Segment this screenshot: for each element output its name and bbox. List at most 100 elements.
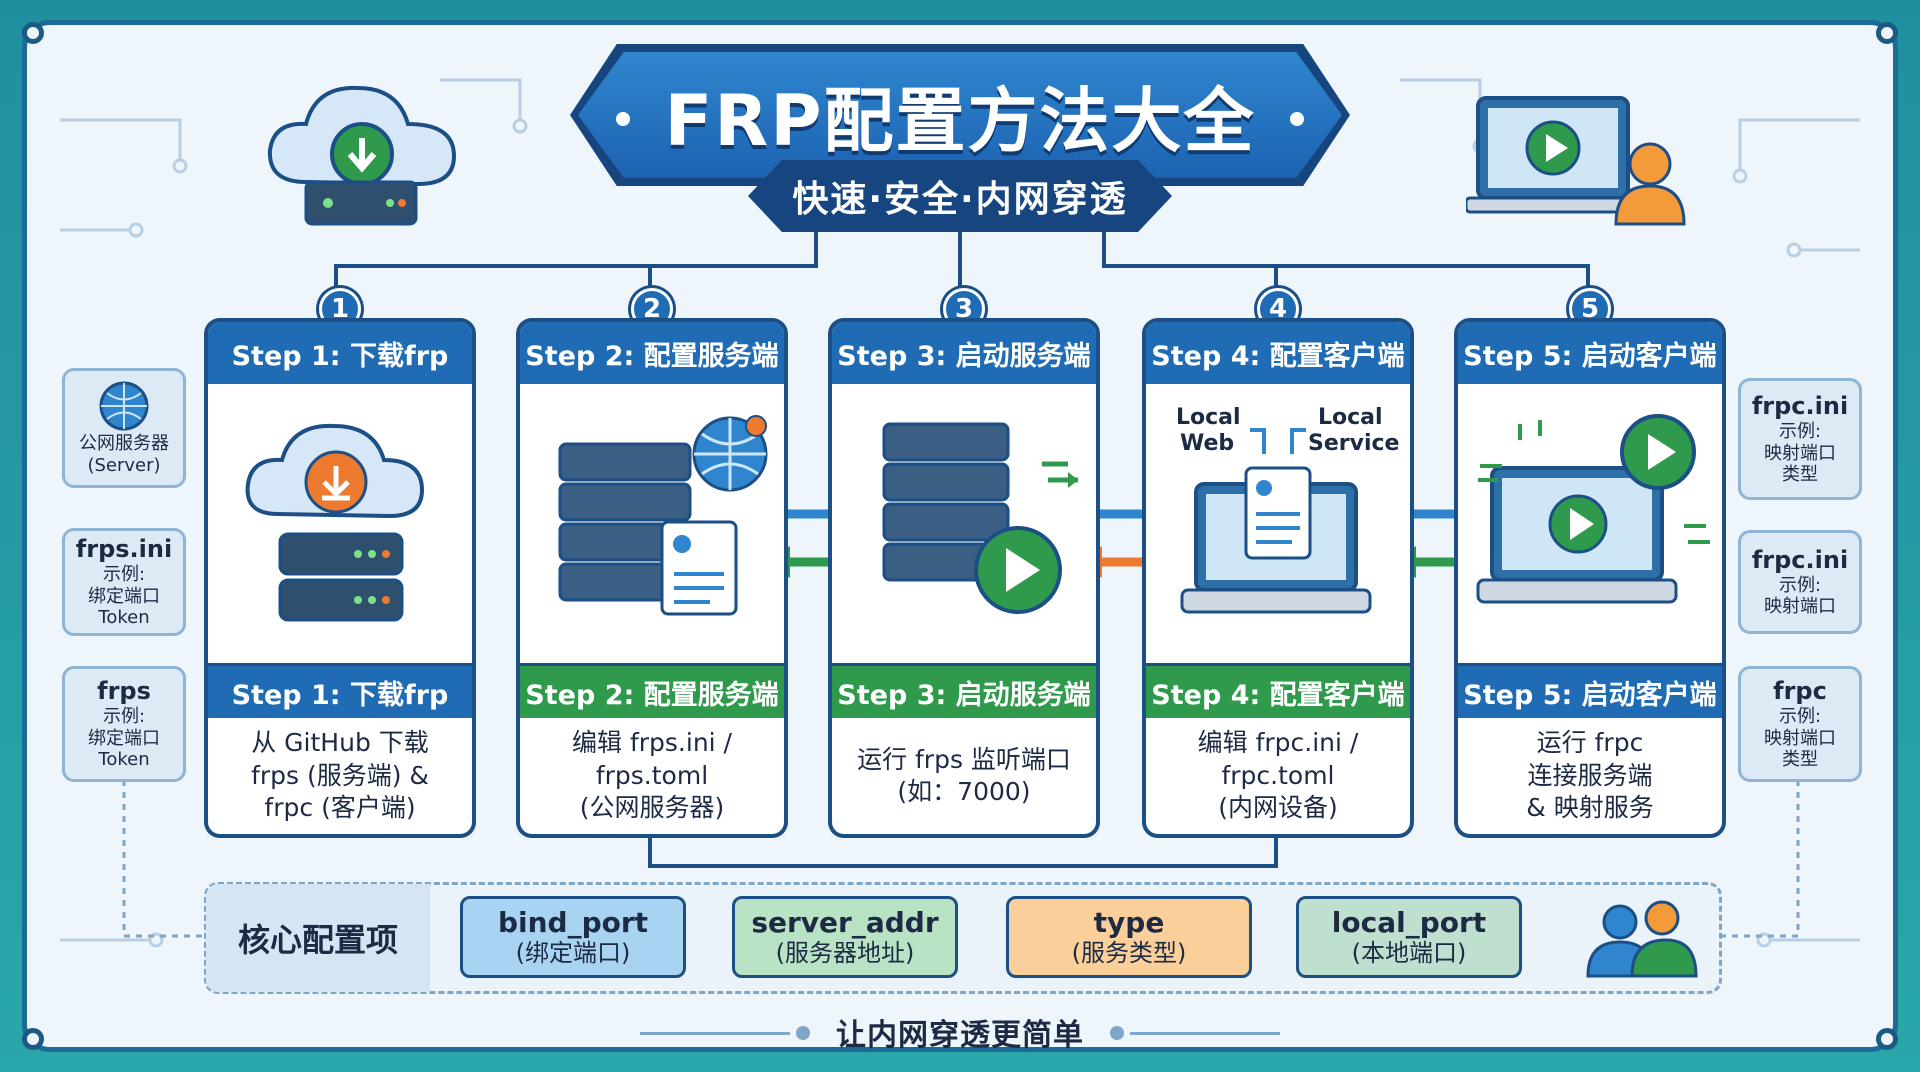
corner-dot xyxy=(1876,1028,1898,1050)
core-item-bind-port: bind_port (绑定端口) xyxy=(460,896,686,978)
step-description-line: 运行 frps 监听端口 xyxy=(857,744,1071,774)
core-item-server-addr: server_addr (服务器地址) xyxy=(732,896,958,978)
step-illustration xyxy=(1458,384,1722,666)
local-web-label-2: Web xyxy=(1180,431,1234,456)
core-item-value: (本地端口) xyxy=(1351,939,1467,968)
tag-line: (Server) xyxy=(87,455,161,476)
step-card-3: Step 3: 启动服务端 Step 3: 启动服务端 运行 frps 监听端口… xyxy=(828,318,1100,838)
core-item-value: (服务类型) xyxy=(1071,939,1187,968)
step-description-line: 从 GitHub 下载 xyxy=(251,728,429,758)
step-description: 编辑 frps.ini /frps.toml(公网服务器) xyxy=(520,718,784,834)
cloud-server-icon xyxy=(245,423,425,622)
step-description: 编辑 frpc.ini /frpc.toml(内网设备) xyxy=(1146,718,1410,834)
step-description-line: 编辑 frpc.ini / xyxy=(1197,728,1359,758)
subtitle-box: 快速·安全·内网穿透 xyxy=(748,160,1172,232)
tag-line: 示例: xyxy=(102,564,146,585)
step-header: Step 2: 配置服务端 xyxy=(520,322,784,384)
tag-line: 类型 xyxy=(1782,464,1818,486)
step-card-2: Step 2: 配置服务端 Step 2: 配置服务端 编辑 frps.ini … xyxy=(516,318,788,838)
core-item-value: (绑定端口) xyxy=(515,939,631,968)
tag-line: 示例: xyxy=(102,706,146,727)
core-item-type: type (服务类型) xyxy=(1006,896,1252,978)
tag-line: 映射端口 xyxy=(1764,727,1836,749)
step-description-line: frps (服务端) & xyxy=(251,760,429,790)
cloud-download-icon xyxy=(267,85,457,226)
tag-title: frps.ini xyxy=(75,535,173,564)
step-illustration: Local Web Local Service xyxy=(1146,384,1410,666)
title-dot xyxy=(616,112,630,126)
core-config-label: 核心配置项 xyxy=(237,921,398,959)
corner-dot xyxy=(22,1028,44,1050)
title-dot xyxy=(1290,112,1304,126)
step-description-line: frps.toml xyxy=(595,760,709,790)
tag-line: Token xyxy=(98,607,150,629)
step-label: Step 4: 配置客户端 xyxy=(1146,666,1410,718)
tag-title: frpc.ini xyxy=(1751,392,1849,421)
server-config-icon xyxy=(558,415,768,616)
step-description-line: (内网设备) xyxy=(1218,793,1338,823)
step-description-line: 编辑 frps.ini / xyxy=(572,728,732,758)
core-item-value: (服务器地址) xyxy=(775,939,915,968)
tag-line: 绑定端口 xyxy=(88,585,160,607)
laptop-user-icon xyxy=(1466,96,1686,226)
tagline-divider xyxy=(640,1032,790,1035)
step-header: Step 3: 启动服务端 xyxy=(832,322,1096,384)
tag-title: frpc.ini xyxy=(1751,546,1849,574)
step-header: Step 5: 启动客户端 xyxy=(1458,322,1722,384)
tag-line: 示例: xyxy=(1778,574,1822,596)
step-description-line: & 映射服务 xyxy=(1526,793,1654,823)
tag-line: 示例: xyxy=(1778,706,1822,727)
core-item-key: bind_port xyxy=(497,905,649,939)
step-description-line: (如：7000) xyxy=(897,777,1031,806)
corner-dot xyxy=(1876,22,1898,44)
step-label: Step 3: 启动服务端 xyxy=(832,666,1096,718)
step-header: Step 4: 配置客户端 xyxy=(1146,322,1410,384)
step-description-line: frpc (客户端) xyxy=(264,793,416,823)
client-config-icon: Local Web Local Service xyxy=(1176,405,1399,614)
tag-line: 类型 xyxy=(1782,749,1818,771)
step-label: Step 1: 下载frp xyxy=(208,666,472,718)
core-item-key: server_addr xyxy=(751,905,939,939)
local-service-label-2: Service xyxy=(1308,431,1399,456)
client-start-icon xyxy=(1476,414,1710,604)
step-description-line: 运行 frpc xyxy=(1536,728,1644,758)
tag-line: 绑定端口 xyxy=(88,727,160,749)
step-header: Step 1: 下载frp xyxy=(208,322,472,384)
step-description-line: frpc.toml xyxy=(1221,760,1335,790)
tag-line: 公网服务器 xyxy=(79,433,169,455)
step-description: 运行 frps 监听端口 (如：7000) xyxy=(832,718,1096,834)
users-icon xyxy=(1586,900,1698,978)
tag-line: 映射端口 xyxy=(1764,596,1836,618)
tag-title: frps xyxy=(97,677,151,706)
footer-tagline: 让内网穿透更简单 xyxy=(836,1018,1084,1053)
step-label: Step 2: 配置服务端 xyxy=(520,666,784,718)
core-item-key: type xyxy=(1093,905,1165,939)
step-illustration xyxy=(832,384,1096,666)
core-config-label-box: 核心配置项 xyxy=(206,884,430,992)
step-card-4: Step 4: 配置客户端 Local Web Local Service St… xyxy=(1142,318,1414,838)
tag-line: Token xyxy=(98,749,150,771)
step-description-line: (公网服务器) xyxy=(579,793,725,823)
globe-icon xyxy=(99,381,149,431)
core-item-local-port: local_port (本地端口) xyxy=(1296,896,1522,978)
page-subtitle: 快速·安全·内网穿透 xyxy=(792,179,1128,220)
tag-line: 示例: xyxy=(1778,421,1822,442)
step-label: Step 5: 启动客户端 xyxy=(1458,666,1722,718)
left-tag-1: 公网服务器(Server) xyxy=(62,368,186,488)
core-item-key: local_port xyxy=(1331,905,1487,939)
corner-dot xyxy=(22,22,44,44)
tagline-divider xyxy=(1130,1032,1280,1035)
tag-title: frpc xyxy=(1773,677,1827,706)
tag-line: 映射端口 xyxy=(1764,442,1836,464)
title-banner: FRP配置方法大全 xyxy=(578,52,1342,178)
step-illustration xyxy=(208,384,472,666)
